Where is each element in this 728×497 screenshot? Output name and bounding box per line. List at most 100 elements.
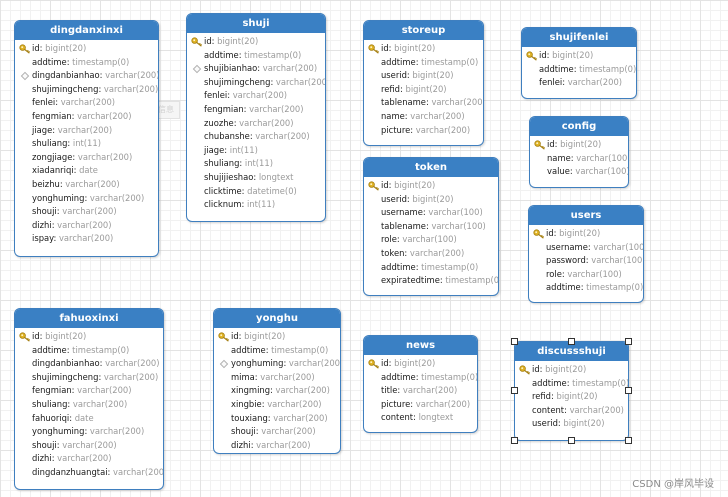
field-row[interactable]: shujibianhao: varchar(200) bbox=[191, 62, 321, 76]
field-row[interactable]: dizhi: varchar(200) bbox=[19, 452, 159, 466]
selection-handle[interactable] bbox=[625, 338, 632, 345]
table-title[interactable]: news bbox=[364, 336, 477, 355]
field-row[interactable]: dingdanbianhao: varchar(200) bbox=[19, 69, 158, 83]
field-row[interactable]: dingdanbianhao: varchar(200) bbox=[19, 357, 160, 371]
field-row[interactable]: username: varchar(100) bbox=[533, 241, 643, 255]
table-title[interactable]: dingdanxinxi bbox=[15, 21, 158, 40]
field-row[interactable]: mima: varchar(200) bbox=[218, 371, 336, 385]
field-row[interactable]: fahuoriqi: date bbox=[19, 412, 159, 426]
selection-handle[interactable] bbox=[511, 338, 518, 345]
table-users[interactable]: users id: bigint(20)username: varchar(100… bbox=[528, 205, 644, 303]
table-title[interactable]: discussshuji bbox=[515, 342, 628, 361]
field-row[interactable]: userid: bigint(20) bbox=[368, 69, 479, 83]
table-title[interactable]: users bbox=[529, 206, 643, 225]
field-row[interactable]: fengmian: varchar(200) bbox=[19, 110, 154, 124]
field-row[interactable]: id: bigint(20) bbox=[368, 179, 494, 193]
table-title[interactable]: shujifenlei bbox=[522, 28, 636, 47]
field-row[interactable]: zongjiage: varchar(200) bbox=[19, 151, 154, 165]
field-row[interactable]: picture: varchar(200) bbox=[368, 398, 473, 412]
table-title[interactable]: token bbox=[364, 158, 498, 177]
field-row[interactable]: shuliang: varchar(200) bbox=[19, 398, 159, 412]
field-row[interactable]: password: varchar(100) bbox=[533, 254, 643, 268]
field-row[interactable]: ispay: varchar(200) bbox=[19, 232, 154, 246]
table-shujifenlei[interactable]: shujifenlei id: bigint(20)addtime: timest… bbox=[521, 27, 637, 99]
field-row[interactable]: addtime: timestamp(0) bbox=[218, 344, 336, 358]
field-row[interactable]: id: bigint(20) bbox=[368, 42, 479, 56]
table-title[interactable]: yonghu bbox=[214, 309, 340, 328]
field-row[interactable]: token: varchar(200) bbox=[368, 247, 494, 261]
selection-handle[interactable] bbox=[625, 437, 632, 444]
field-row[interactable]: refid: bigint(20) bbox=[368, 83, 479, 97]
field-row[interactable]: fengmian: varchar(200) bbox=[19, 384, 159, 398]
field-row[interactable]: shouji: varchar(200) bbox=[19, 205, 154, 219]
field-row[interactable]: shujimingcheng: varchar(200) bbox=[19, 83, 158, 97]
field-row[interactable]: shouji: varchar(200) bbox=[218, 425, 336, 439]
field-row[interactable]: content: varchar(200) bbox=[519, 404, 624, 418]
field-row[interactable]: yonghuming: varchar(200) bbox=[19, 192, 154, 206]
field-row[interactable]: id: bigint(20) bbox=[526, 49, 632, 63]
table-title[interactable]: storeup bbox=[364, 21, 483, 40]
field-row[interactable]: clicknum: int(11) bbox=[191, 198, 321, 212]
field-row[interactable]: xiadanriqi: date bbox=[19, 164, 154, 178]
field-row[interactable]: dizhi: varchar(200) bbox=[218, 439, 336, 453]
field-row[interactable]: userid: bigint(20) bbox=[368, 193, 494, 207]
field-row[interactable]: shujimingcheng: varchar(200) bbox=[191, 76, 325, 90]
table-config[interactable]: config id: bigint(20)name: varchar(100)va… bbox=[529, 116, 629, 188]
field-row[interactable]: clicktime: datetime(0) bbox=[191, 185, 321, 199]
field-row[interactable]: yonghuming: varchar(200) bbox=[218, 357, 340, 371]
field-row[interactable]: addtime: timestamp(0) bbox=[368, 261, 494, 275]
field-row[interactable]: zuozhe: varchar(200) bbox=[191, 117, 321, 131]
field-row[interactable]: addtime: timestamp(0) bbox=[191, 49, 321, 63]
field-row[interactable]: name: varchar(200) bbox=[368, 110, 479, 124]
field-row[interactable]: content: longtext bbox=[368, 411, 473, 425]
field-row[interactable]: shujimingcheng: varchar(200) bbox=[19, 371, 159, 385]
field-row[interactable]: addtime: timestamp(0) bbox=[533, 281, 643, 295]
field-row[interactable]: title: varchar(200) bbox=[368, 384, 473, 398]
field-row[interactable]: xingming: varchar(200) bbox=[218, 384, 336, 398]
field-row[interactable]: role: varchar(100) bbox=[368, 233, 494, 247]
field-row[interactable]: jiage: varchar(200) bbox=[19, 124, 154, 138]
field-row[interactable]: fenlei: varchar(200) bbox=[191, 89, 321, 103]
table-dingdanxinxi[interactable]: dingdanxinxi id: bigint(20)addtime: times… bbox=[14, 20, 159, 257]
field-row[interactable]: shuliang: int(11) bbox=[191, 157, 321, 171]
field-row[interactable]: addtime: timestamp(0) bbox=[526, 63, 636, 77]
table-news[interactable]: news id: bigint(20)addtime: timestamp(0)t… bbox=[363, 335, 478, 433]
field-row[interactable]: userid: bigint(20) bbox=[519, 417, 624, 431]
field-row[interactable]: id: bigint(20) bbox=[218, 330, 336, 344]
field-row[interactable]: fenlei: varchar(200) bbox=[19, 96, 154, 110]
field-row[interactable]: addtime: timestamp(0) bbox=[19, 56, 154, 70]
field-row[interactable]: shuliang: int(11) bbox=[19, 137, 154, 151]
field-row[interactable]: id: bigint(20) bbox=[519, 363, 624, 377]
field-row[interactable]: xingbie: varchar(200) bbox=[218, 398, 336, 412]
field-row[interactable]: value: varchar(100) bbox=[534, 165, 628, 179]
field-row[interactable]: beizhu: varchar(200) bbox=[19, 178, 154, 192]
table-title[interactable]: shuji bbox=[187, 14, 325, 33]
field-row[interactable]: tablename: varchar(100) bbox=[368, 220, 494, 234]
selection-handle[interactable] bbox=[511, 387, 518, 394]
field-row[interactable]: id: bigint(20) bbox=[534, 138, 624, 152]
table-shuji[interactable]: shuji id: bigint(20)addtime: timestamp(0)… bbox=[186, 13, 326, 222]
field-row[interactable]: username: varchar(100) bbox=[368, 206, 494, 220]
selection-handle[interactable] bbox=[625, 387, 632, 394]
field-row[interactable]: fenlei: varchar(200) bbox=[526, 76, 632, 90]
selection-handle[interactable] bbox=[511, 437, 518, 444]
field-row[interactable]: id: bigint(20) bbox=[368, 357, 473, 371]
field-row[interactable]: addtime: timestamp(0) bbox=[519, 377, 628, 391]
field-row[interactable]: id: bigint(20) bbox=[533, 227, 639, 241]
field-row[interactable]: shouji: varchar(200) bbox=[19, 439, 159, 453]
field-row[interactable]: touxiang: varchar(200) bbox=[218, 412, 336, 426]
field-row[interactable]: yonghuming: varchar(200) bbox=[19, 425, 159, 439]
field-row[interactable]: id: bigint(20) bbox=[19, 42, 154, 56]
table-title[interactable]: fahuoxinxi bbox=[15, 309, 163, 328]
field-row[interactable]: expiratedtime: timestamp(0) bbox=[368, 274, 498, 288]
field-row[interactable]: dingdanzhuangtai: varchar(200) bbox=[19, 466, 163, 480]
field-row[interactable]: dizhi: varchar(200) bbox=[19, 219, 154, 233]
field-row[interactable]: addtime: timestamp(0) bbox=[368, 371, 477, 385]
table-title[interactable]: config bbox=[530, 117, 628, 136]
field-row[interactable]: role: varchar(100) bbox=[533, 268, 639, 282]
field-row[interactable]: addtime: timestamp(0) bbox=[19, 344, 159, 358]
field-row[interactable]: name: varchar(100) bbox=[534, 152, 628, 166]
field-row[interactable]: id: bigint(20) bbox=[191, 35, 321, 49]
table-token[interactable]: token id: bigint(20)userid: bigint(20)use… bbox=[363, 157, 499, 296]
